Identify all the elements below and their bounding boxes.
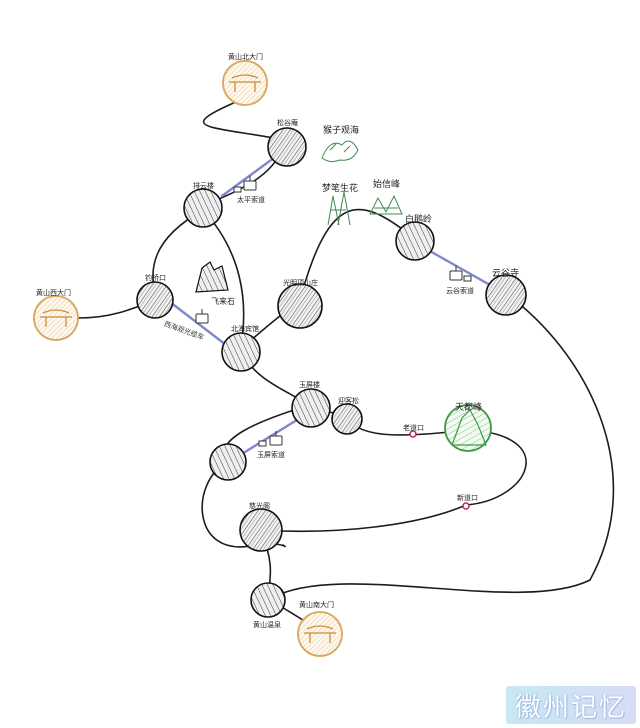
label-west-gate: 黄山西大门 [36,289,71,297]
spot-yuping-illustration [291,388,331,428]
label-bailing: 白鹅岭 [405,215,433,225]
spot-ciguang-illustration [209,443,247,481]
route-ciguang-loop [201,461,286,548]
label-songgu: 松谷庵 [277,119,298,127]
label-feilaishi: 飞来石 [211,297,235,306]
cable-car-icon [195,309,209,324]
walking-routes [77,97,615,633]
xihai-cable-line [168,300,232,350]
label-laodaokou: 老道口 [403,424,424,432]
label-shixin: 始信峰 [373,180,401,190]
cable-car-icon [258,431,283,447]
label-north-gate: 黄山北大门 [228,53,263,61]
west-gate-illustration [33,295,79,341]
label-diaoqiao: 钓桥口 [145,274,166,282]
xindaokou-pin-icon [462,502,470,510]
label-tiandu: 天都峰 [455,403,483,413]
watermark-text: 徽州记忆 [514,692,627,723]
north-gate-illustration [222,60,268,106]
route-north-gate-songgu [202,97,286,141]
label-paiyun: 排云楼 [193,182,214,190]
shixin-sketch [369,194,403,215]
label-beihai: 北海宾馆 [231,325,259,333]
spot-wenquan-illustration [239,508,283,552]
label-xindaokou: 新道口 [457,494,478,502]
spot-yungusi-illustration [485,274,527,316]
mengbi-sketch [327,191,351,226]
cable-car-icon [233,176,257,193]
label-wenquan: 黄山温泉 [253,621,281,629]
label-taiping-cableway: 太平索道 [237,196,265,204]
spot-guangming-illustration [277,283,323,329]
label-ciguang: 慈光阁 [249,502,270,510]
houzi-sketch [321,140,359,163]
spot-diaoqiao-illustration [136,281,174,319]
label-guangming: 光明顶山庄 [283,279,318,287]
label-yungu-cableway: 云谷索道 [446,287,474,295]
spot-tiandu-illustration [444,404,492,452]
label-yingkesong: 迎客松 [338,397,359,405]
label-south-gate: 黄山南大门 [299,601,334,609]
spot-paiyun-illustration [183,188,223,228]
feilaishi-rock-illustration [195,261,229,293]
label-mengbi: 梦笔生花 [322,184,359,194]
label-yungusi: 云谷寺 [492,269,520,279]
yuping-cable-line [243,413,307,454]
spot-songgu-illustration [267,127,307,167]
label-houzi: 猴子观海 [323,126,360,136]
label-yupinglou: 玉屏楼 [299,381,320,389]
laodaokou-pin-icon [409,430,417,438]
south-gate-illustration [297,611,343,657]
label-yuping-cableway: 玉屏索道 [257,451,285,459]
cable-car-icon [449,266,472,282]
yungu-cable-line [426,248,492,287]
route-yungusi-east [271,292,615,599]
spot-beihai-illustration [221,332,261,372]
spot-bailing-illustration [395,221,435,261]
spot-hotspring-illustration [250,582,286,618]
spot-yingke-illustration [331,403,363,435]
watermark-badge: 徽州记忆 [506,686,636,724]
